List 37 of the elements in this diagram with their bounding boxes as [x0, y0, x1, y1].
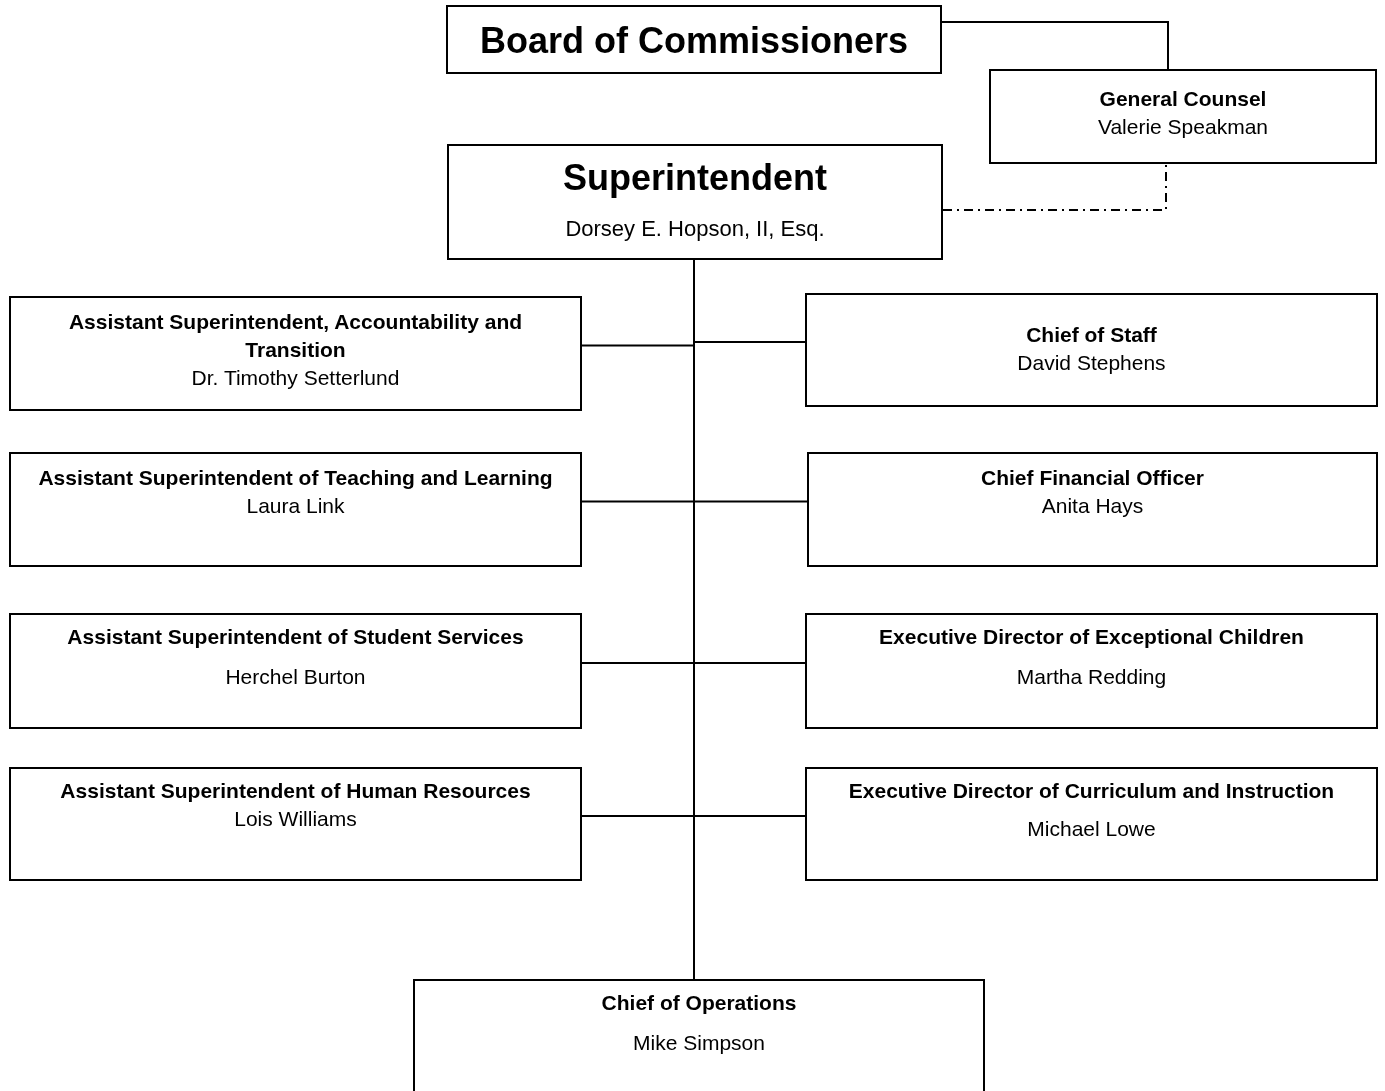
person-name: Dorsey E. Hopson, II, Esq. — [565, 215, 825, 243]
person-name: Mike Simpson — [633, 1030, 765, 1056]
position-title: Chief of Staff — [1026, 322, 1157, 348]
position-title: Executive Director of Exceptional Children — [879, 624, 1304, 650]
position-title: Chief of Operations — [601, 990, 797, 1016]
org-box — [413, 979, 985, 1091]
person-name: Lois Williams — [234, 806, 357, 832]
person-name: David Stephens — [1017, 350, 1166, 376]
person-name: Anita Hays — [1041, 493, 1144, 519]
person-name: Dr. Timothy Setterlund — [191, 365, 400, 391]
org-box — [805, 767, 1378, 881]
position-title: Chief Financial Officer — [981, 465, 1204, 491]
position-title: Superintendent — [563, 156, 827, 200]
connector-line — [941, 21, 1169, 70]
person-name: Michael Lowe — [1027, 816, 1156, 842]
position-title: Executive Director of Curriculum and Instruction — [848, 778, 1335, 804]
position-title: Board of Commissioners — [479, 19, 909, 63]
person-name: Martha Redding — [1016, 664, 1167, 690]
org-box — [9, 452, 582, 567]
org-box — [9, 613, 582, 729]
position-title: Assistant Superintendent of Teaching and Learning — [38, 465, 553, 491]
org-box — [9, 767, 582, 881]
org-box — [9, 296, 582, 411]
person-name: Laura Link — [246, 493, 345, 519]
org-box — [805, 613, 1378, 729]
position-title: General Counsel — [1099, 86, 1267, 112]
org-box — [805, 293, 1378, 407]
connector-line — [942, 163, 1167, 211]
person-name: Herchel Burton — [225, 664, 366, 690]
org-box — [447, 144, 943, 260]
org-box — [807, 452, 1378, 567]
org-box — [989, 69, 1377, 164]
position-title: Assistant Superintendent of Student Services — [67, 624, 524, 650]
position-title: Assistant Superintendent, Accountability and Transition — [67, 309, 524, 363]
position-title: Assistant Superintendent of Human Resources — [60, 778, 531, 804]
person-name: Valerie Speakman — [1097, 114, 1268, 140]
org-box — [446, 5, 942, 74]
